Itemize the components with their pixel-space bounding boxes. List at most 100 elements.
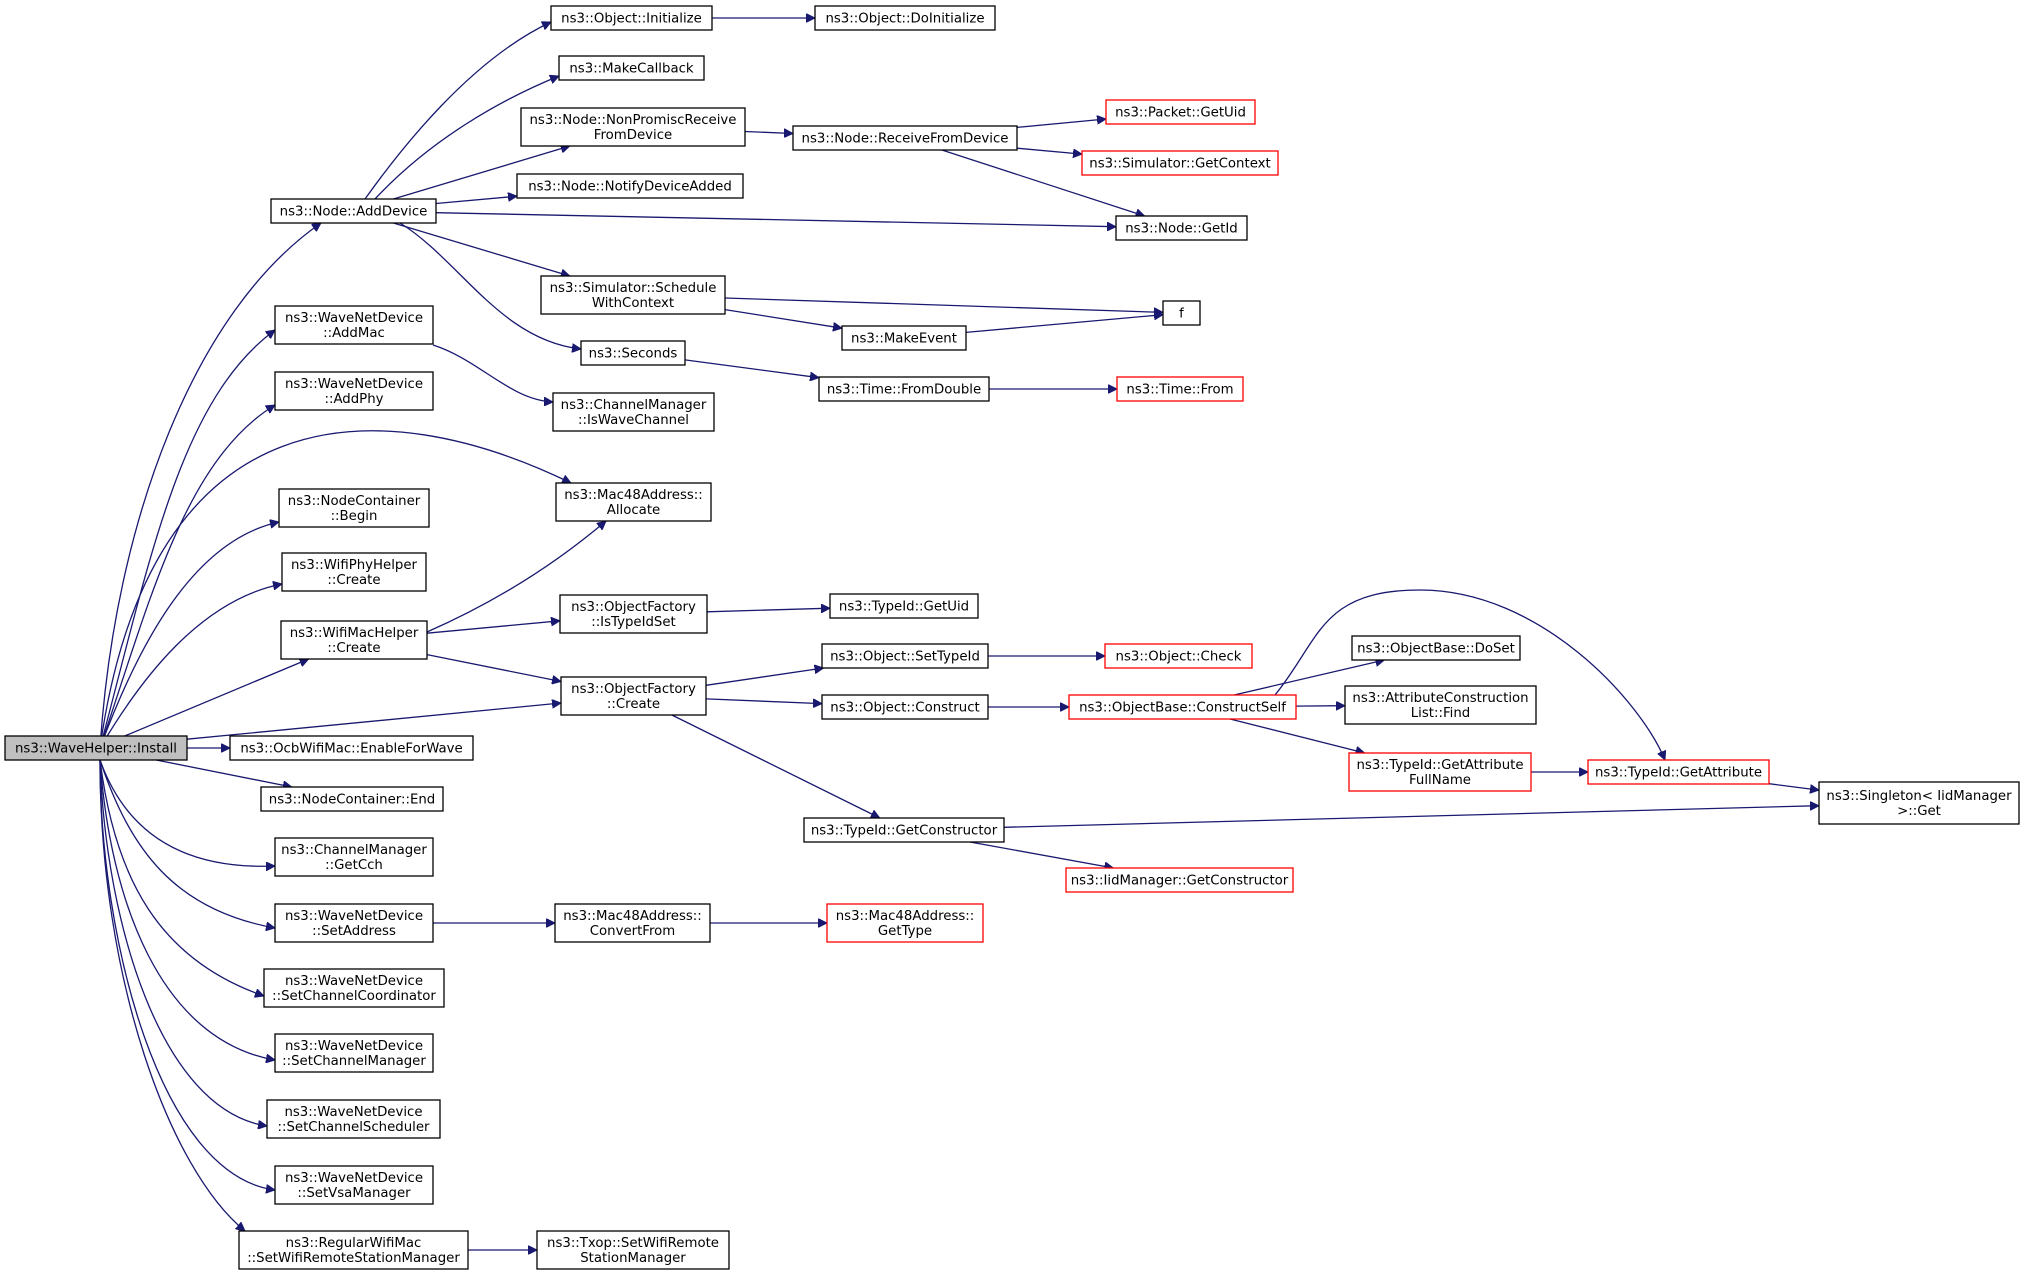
node-obj-check[interactable]: ns3::Object::Check [1104,643,1253,669]
node-label: List::Find [1411,706,1470,721]
node-box [1348,752,1532,792]
node-label: ns3::WaveNetDevice [284,1105,422,1120]
node-setchcoord[interactable]: ns3::WaveNetDevice::SetChannelCoordinato… [263,968,445,1008]
node-setvsa[interactable]: ns3::WaveNetDevice::SetVsaManager [274,1165,434,1205]
node-addphy[interactable]: ns3::WaveNetDevice::AddPhy [274,371,434,411]
node-setchsched[interactable]: ns3::WaveNetDevice::SetChannelScheduler [266,1099,441,1139]
node-box [841,325,967,351]
node-setttypeid[interactable]: ns3::Object::SetTypeId [821,643,989,669]
node-label: ns3::WaveNetDevice [285,909,423,924]
node-mac48gettype[interactable]: ns3::Mac48Address::GetType [826,903,984,943]
node-makeevent[interactable]: ns3::MakeEvent [841,325,967,351]
call-edge-getattr-to-singleton [1768,783,1819,790]
node-phy-create[interactable]: ns3::WifiPhyHelper::Create [281,552,427,592]
node-iid-getctor[interactable]: ns3::IidManager::GetConstructor [1065,867,1294,893]
node-label: ::SetChannelScheduler [278,1120,430,1135]
call-edge-adddevice-to-obj_init [364,22,551,200]
node-box [555,482,712,522]
node-label: ::SetVsaManager [297,1186,411,1201]
node-label: ConvertFrom [590,924,676,939]
call-edge-constructself-to-getattrfull [1229,718,1365,753]
node-box [550,5,713,31]
node-singleton[interactable]: ns3::Singleton< IidManager >::Get [1818,781,2020,825]
node-constructself[interactable]: ns3::ObjectBase::ConstructSelf [1068,694,1297,720]
call-nodes: ns3::WaveHelper::Install ns3::Object::Ini… [4,5,2020,1270]
node-box [1065,867,1294,893]
node-box [1587,759,1770,785]
node-obj-doinit[interactable]: ns3::Object::DoInitialize [814,5,996,31]
node-label: ::Create [327,641,380,656]
node-label: Allocate [607,503,660,518]
call-edge-install-to-addphy [99,404,275,749]
call-edge-recvfromdev-to-node_getid [941,149,1145,216]
node-setaddress[interactable]: ns3::WaveNetDevice::SetAddress [274,903,434,943]
node-label: FullName [1409,773,1471,788]
node-sim-getcontext[interactable]: ns3::Simulator::GetContext [1081,150,1279,176]
node-box [540,275,726,315]
node-addmac[interactable]: ns3::WaveNetDevice::AddMac [274,305,434,345]
node-label: ns3::WifiMacHelper [290,626,419,641]
node-seconds[interactable]: ns3::Seconds [580,340,686,366]
node-setrsm-regular[interactable]: ns3::RegularWifiMac::SetWifiRemoteStatio… [238,1230,469,1270]
node-box [1344,685,1537,725]
node-box [821,643,989,669]
node-getattr[interactable]: ns3::TypeId::GetAttribute [1587,759,1770,785]
node-label: ::SetAddress [312,924,396,939]
call-edge-constructself-to-getattr [1274,589,1665,760]
node-label: ns3::ObjectBase::DoSet [1357,642,1515,657]
node-istypeidset[interactable]: ns3::ObjectFactory::IsTypeIdSet [559,594,708,634]
node-mac48alloc[interactable]: ns3::Mac48Address::Allocate [555,482,712,522]
node-label: ::AddMac [323,326,385,341]
call-edge-install-to-setchsched [99,759,267,1126]
node-label: ns3::Mac48Address:: [563,909,702,924]
node-box [274,305,434,345]
node-doset[interactable]: ns3::ObjectBase::DoSet [1351,635,1521,661]
node-obj-construct[interactable]: ns3::Object::Construct [821,694,989,720]
node-obj-init[interactable]: ns3::Object::Initialize [550,5,713,31]
node-node-getid[interactable]: ns3::Node::GetId [1115,215,1248,241]
node-label: ::IsTypeIdSet [591,615,676,630]
call-edge-mac_create-to-istypeidset [426,621,560,634]
node-label: ns3::WifiPhyHelper [291,558,418,573]
node-box [1818,781,2020,825]
node-label: f [1179,307,1184,322]
node-getconstructor[interactable]: ns3::TypeId::GetConstructor [803,817,1005,843]
call-edge-makeevent-to-f [965,315,1163,334]
node-notifydev[interactable]: ns3::Node::NotifyDeviceAdded [516,173,744,199]
node-label: ns3::NodeContainer [288,494,421,509]
node-getcch[interactable]: ns3::ChannelManager::GetCch [274,837,434,877]
node-install[interactable]: ns3::WaveHelper::Install [4,735,188,761]
node-enableforwave[interactable]: ns3::OcbWifiMac::EnableForWave [229,735,474,761]
node-box [1115,215,1248,241]
node-makecallback[interactable]: ns3::MakeCallback [558,55,705,81]
node-setrsm-txop[interactable]: ns3::Txop::SetWifiRemoteStationManager [536,1230,730,1270]
node-box [229,735,474,761]
node-label: ns3::TypeId::GetAttribute [1356,758,1523,773]
node-convertfrom[interactable]: ns3::Mac48Address::ConvertFrom [554,903,711,943]
node-box [821,694,989,720]
node-mac-create[interactable]: ns3::WifiMacHelper::Create [280,620,428,660]
node-label: ns3::Simulator::GetContext [1089,157,1270,172]
node-nc-end[interactable]: ns3::NodeContainer::End [260,786,444,812]
node-time-from[interactable]: ns3::Time::From [1116,376,1244,402]
node-typeid-getuid[interactable]: ns3::TypeId::GetUid [829,593,979,619]
node-fromdouble[interactable]: ns3::Time::FromDouble [818,376,990,402]
node-adddevice[interactable]: ns3::Node::AddDevice [270,198,437,224]
node-label: ns3::Object::Check [1116,650,1242,665]
node-label: ::SetWifiRemoteStationManager [247,1251,460,1266]
node-recvfromdev[interactable]: ns3::Node::ReceiveFromDevice [792,125,1018,151]
node-label: ns3::ObjectFactory [571,682,696,697]
node-setchmgr[interactable]: ns3::WaveNetDevice::SetChannelManager [274,1033,434,1073]
node-label: ns3::ObjectBase::ConstructSelf [1079,701,1286,716]
node-iswave[interactable]: ns3::ChannelManager::IsWaveChannel [552,392,715,432]
node-of-create[interactable]: ns3::ObjectFactory::Create [560,676,707,716]
node-f[interactable]: f [1162,300,1201,326]
call-edge-install-to-setchmgr [99,759,275,1060]
node-packet-getuid[interactable]: ns3::Packet::GetUid [1105,99,1256,125]
node-nc-begin[interactable]: ns3::NodeContainer::Begin [278,488,430,528]
node-label: ns3::MakeEvent [851,332,957,347]
